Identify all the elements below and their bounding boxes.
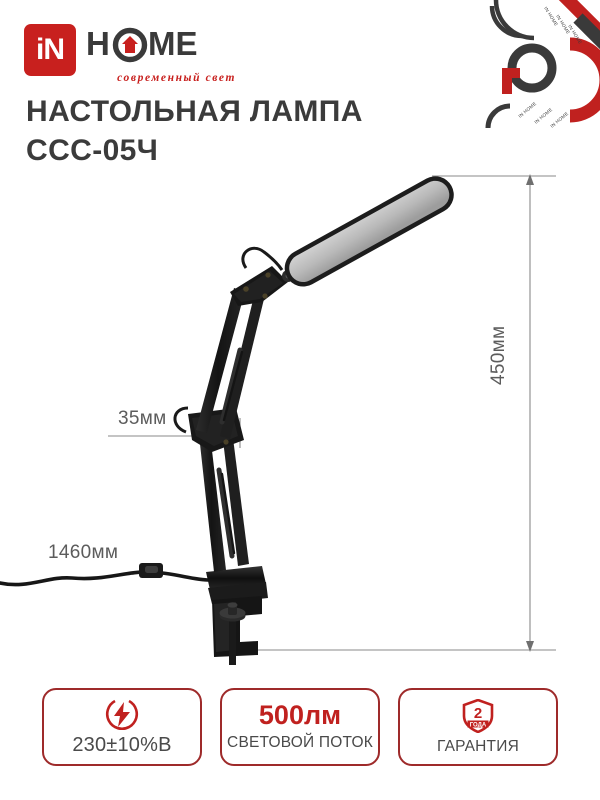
- badge-luminous-flux-caption: СВЕТОВОЙ ПОТОК: [227, 734, 373, 751]
- power-cable: [0, 570, 212, 587]
- dimension-label-height: 450мм: [488, 325, 509, 385]
- lamp-head: [284, 176, 454, 287]
- brand-logo-word-group: H ME современный свет: [86, 24, 236, 84]
- page-title-line2: CCC-05Ч: [26, 134, 159, 167]
- dimension-label-cable-length: 1460мм: [48, 542, 119, 563]
- badge-luminous-flux: 500лм СВЕТОВОЙ ПОТОК: [220, 688, 380, 766]
- house-icon: [122, 36, 138, 53]
- brand-tagline: современный свет: [117, 72, 236, 84]
- svg-text:2: 2: [474, 705, 482, 722]
- badge-voltage: 230±10%В: [42, 688, 202, 766]
- brand-logo-mark: iN: [24, 24, 76, 76]
- dimension-arrow-bottom: [526, 641, 534, 652]
- dimension-line-height: [250, 175, 556, 651]
- in-home-watermark: IN HOME IN HOME IN HOME IN HOME IN HOME …: [470, 0, 600, 140]
- shield-icon: 2 ГОДА: [462, 698, 494, 733]
- badge-luminous-flux-value: 500лм: [258, 700, 342, 730]
- page-title: НАСТОЛЬНАЯ ЛАМПА CCC-05Ч: [26, 92, 363, 170]
- badge-warranty: 2 ГОДА ГАРАНТИЯ: [398, 688, 558, 766]
- lower-arm: [200, 438, 249, 572]
- badge-voltage-value: 230±10%В: [72, 733, 172, 756]
- cable-switch: [139, 563, 163, 578]
- feature-badges: 230±10%В 500лм СВЕТОВОЙ ПОТОК 2 ГОДА ГАР…: [0, 688, 600, 766]
- dimension-arrow-top: [526, 174, 534, 185]
- page-title-line1: НАСТОЛЬНАЯ ЛАМПА: [26, 95, 363, 128]
- svg-text:ME: ME: [148, 27, 198, 62]
- clamp-base: [206, 566, 268, 665]
- head-joint: [230, 246, 294, 306]
- lightning-bolt-icon: [105, 698, 139, 730]
- upper-arm: [196, 288, 264, 439]
- dimension-label-clamp-offset: 35мм: [118, 408, 167, 429]
- svg-text:ГОДА: ГОДА: [470, 722, 487, 728]
- brand-logo: iN H ME современный свет: [24, 24, 236, 84]
- brand-logo-mark-text: iN: [36, 33, 65, 66]
- svg-text:H: H: [86, 27, 110, 62]
- badge-warranty-caption: ГАРАНТИЯ: [437, 737, 519, 755]
- brand-logo-wordmark: H ME: [86, 25, 236, 69]
